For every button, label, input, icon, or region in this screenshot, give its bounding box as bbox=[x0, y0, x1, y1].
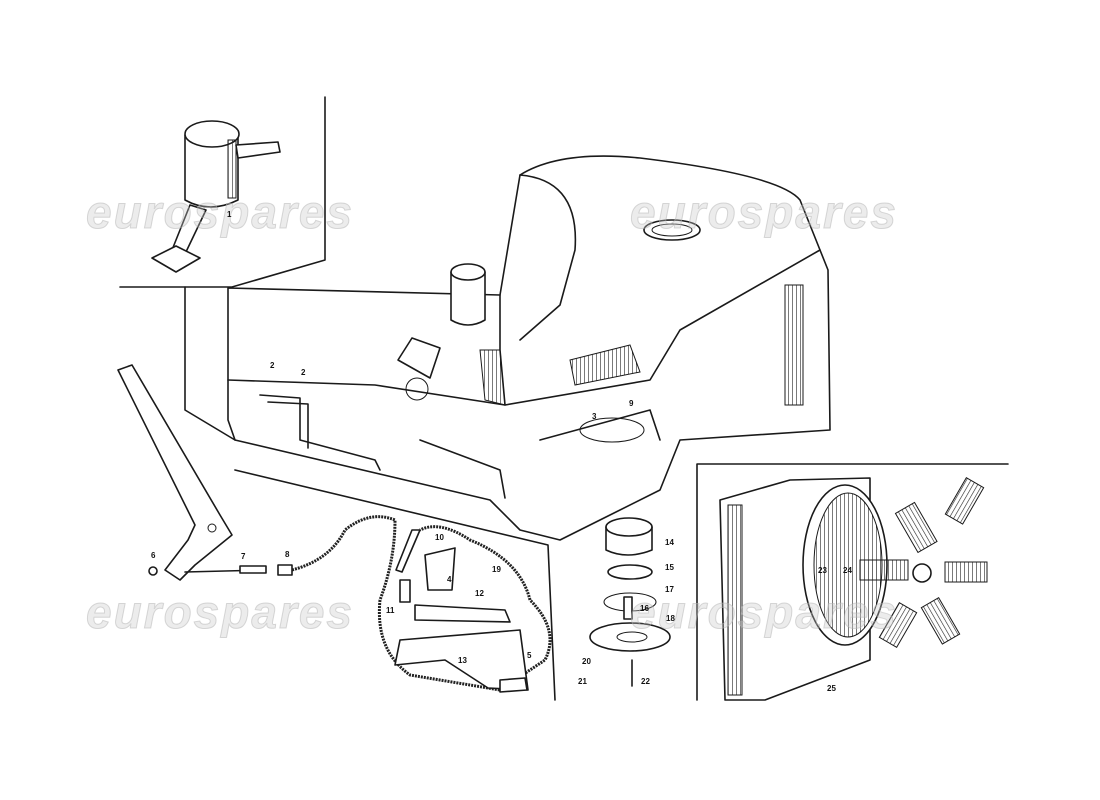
part-label-11: 11 bbox=[386, 606, 395, 615]
inset-frame-filter bbox=[119, 96, 326, 288]
part-label-5: 5 bbox=[527, 651, 532, 660]
part-label-13: 13 bbox=[458, 656, 467, 665]
part-label-25: 25 bbox=[827, 684, 836, 693]
part-label-8: 8 bbox=[285, 550, 290, 559]
part-label-23: 23 bbox=[818, 566, 827, 575]
pump-assembly bbox=[589, 517, 671, 687]
part-label-2: 2 bbox=[301, 368, 306, 377]
part-label-15: 15 bbox=[665, 563, 674, 572]
watermark-logo: eurospares bbox=[629, 186, 899, 239]
part-label-9: 9 bbox=[629, 399, 634, 408]
part-label-18: 18 bbox=[666, 614, 675, 623]
part-label-19: 19 bbox=[492, 565, 501, 574]
part-label-24: 24 bbox=[843, 566, 852, 575]
control-lever-cable bbox=[117, 364, 552, 693]
part-label-3: 3 bbox=[592, 412, 597, 421]
part-label-4: 4 bbox=[447, 575, 452, 584]
inset-frame-radiator bbox=[696, 463, 1009, 701]
part-label-1: 1 bbox=[227, 210, 232, 219]
part-label-20: 20 bbox=[582, 657, 591, 666]
part-label-10: 10 bbox=[435, 533, 444, 542]
watermark-logo: eurospares bbox=[85, 586, 355, 639]
part-label-21: 21 bbox=[578, 677, 587, 686]
watermark-logo: eurospares bbox=[629, 586, 899, 639]
part-label-17: 17 bbox=[665, 585, 674, 594]
oil-tank bbox=[184, 155, 831, 701]
radiator-fan bbox=[719, 476, 988, 701]
part-label-22: 22 bbox=[641, 677, 650, 686]
part-label-16: 16 bbox=[640, 604, 649, 613]
part-label-2: 2 bbox=[270, 361, 275, 370]
watermark-logo: eurospares bbox=[85, 186, 355, 239]
part-label-12: 12 bbox=[475, 589, 484, 598]
part-label-7: 7 bbox=[241, 552, 246, 561]
oil-filter bbox=[151, 120, 281, 273]
part-label-14: 14 bbox=[665, 538, 674, 547]
part-label-6: 6 bbox=[151, 551, 156, 560]
